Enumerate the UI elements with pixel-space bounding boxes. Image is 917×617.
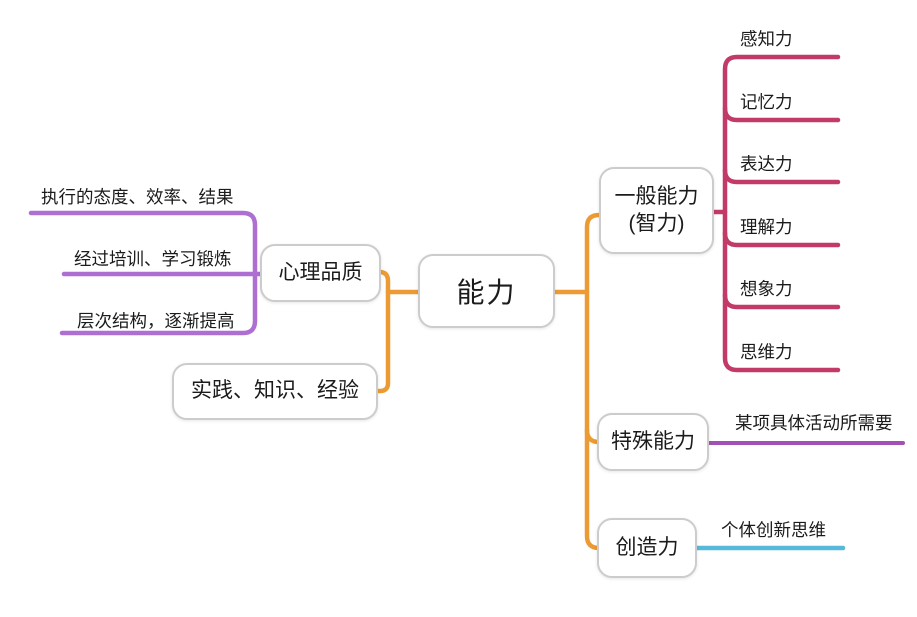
underline-expression <box>722 167 841 185</box>
node-general-ability[interactable]: 一般能力 (智力) <box>599 167 714 254</box>
leaf-individual-innovation[interactable]: 个体创新思维 <box>721 520 826 540</box>
node-special-ability[interactable]: 特殊能力 <box>597 413 709 471</box>
link-general-bracket <box>722 54 841 373</box>
node-special-ability-label: 特殊能力 <box>611 429 695 453</box>
underline-memory <box>722 105 841 123</box>
leaf-imagination[interactable]: 想象力 <box>740 279 793 299</box>
leaf-specific-activity[interactable]: 某项具体活动所需要 <box>735 413 893 433</box>
leaf-hierarchy-improve[interactable]: 层次结构，逐渐提高 <box>77 311 235 331</box>
node-ability-label: 能力 <box>456 277 517 308</box>
node-ability[interactable]: 能力 <box>418 254 555 328</box>
link-right-trunk <box>584 212 602 551</box>
node-psychological-quality[interactable]: 心理品质 <box>260 244 381 302</box>
leaf-understanding[interactable]: 理解力 <box>740 217 793 237</box>
node-general-ability-label-line1: 一般能力 <box>614 184 699 208</box>
underline-imagination <box>722 292 841 310</box>
node-creativity[interactable]: 创造力 <box>597 518 697 578</box>
node-psychological-quality-label: 心理品质 <box>278 260 363 284</box>
leaf-thinking[interactable]: 思维力 <box>740 342 793 362</box>
leaf-execution-attitude[interactable]: 执行的态度、效率、结果 <box>41 187 234 207</box>
leaf-perception[interactable]: 感知力 <box>740 29 793 49</box>
leaf-memory[interactable]: 记忆力 <box>740 92 793 112</box>
node-practice-knowledge-experience[interactable]: 实践、知识、经验 <box>172 363 378 420</box>
node-general-ability-label-line2: (智力) <box>628 211 685 235</box>
leaf-expression[interactable]: 表达力 <box>740 154 793 174</box>
leaf-training-learning[interactable]: 经过培训、学习锻炼 <box>74 249 232 269</box>
underline-understanding <box>722 230 841 248</box>
node-creativity-label: 创造力 <box>615 535 679 559</box>
node-practice-label: 实践、知识、经验 <box>191 379 359 403</box>
link-left-trunk <box>375 269 391 394</box>
